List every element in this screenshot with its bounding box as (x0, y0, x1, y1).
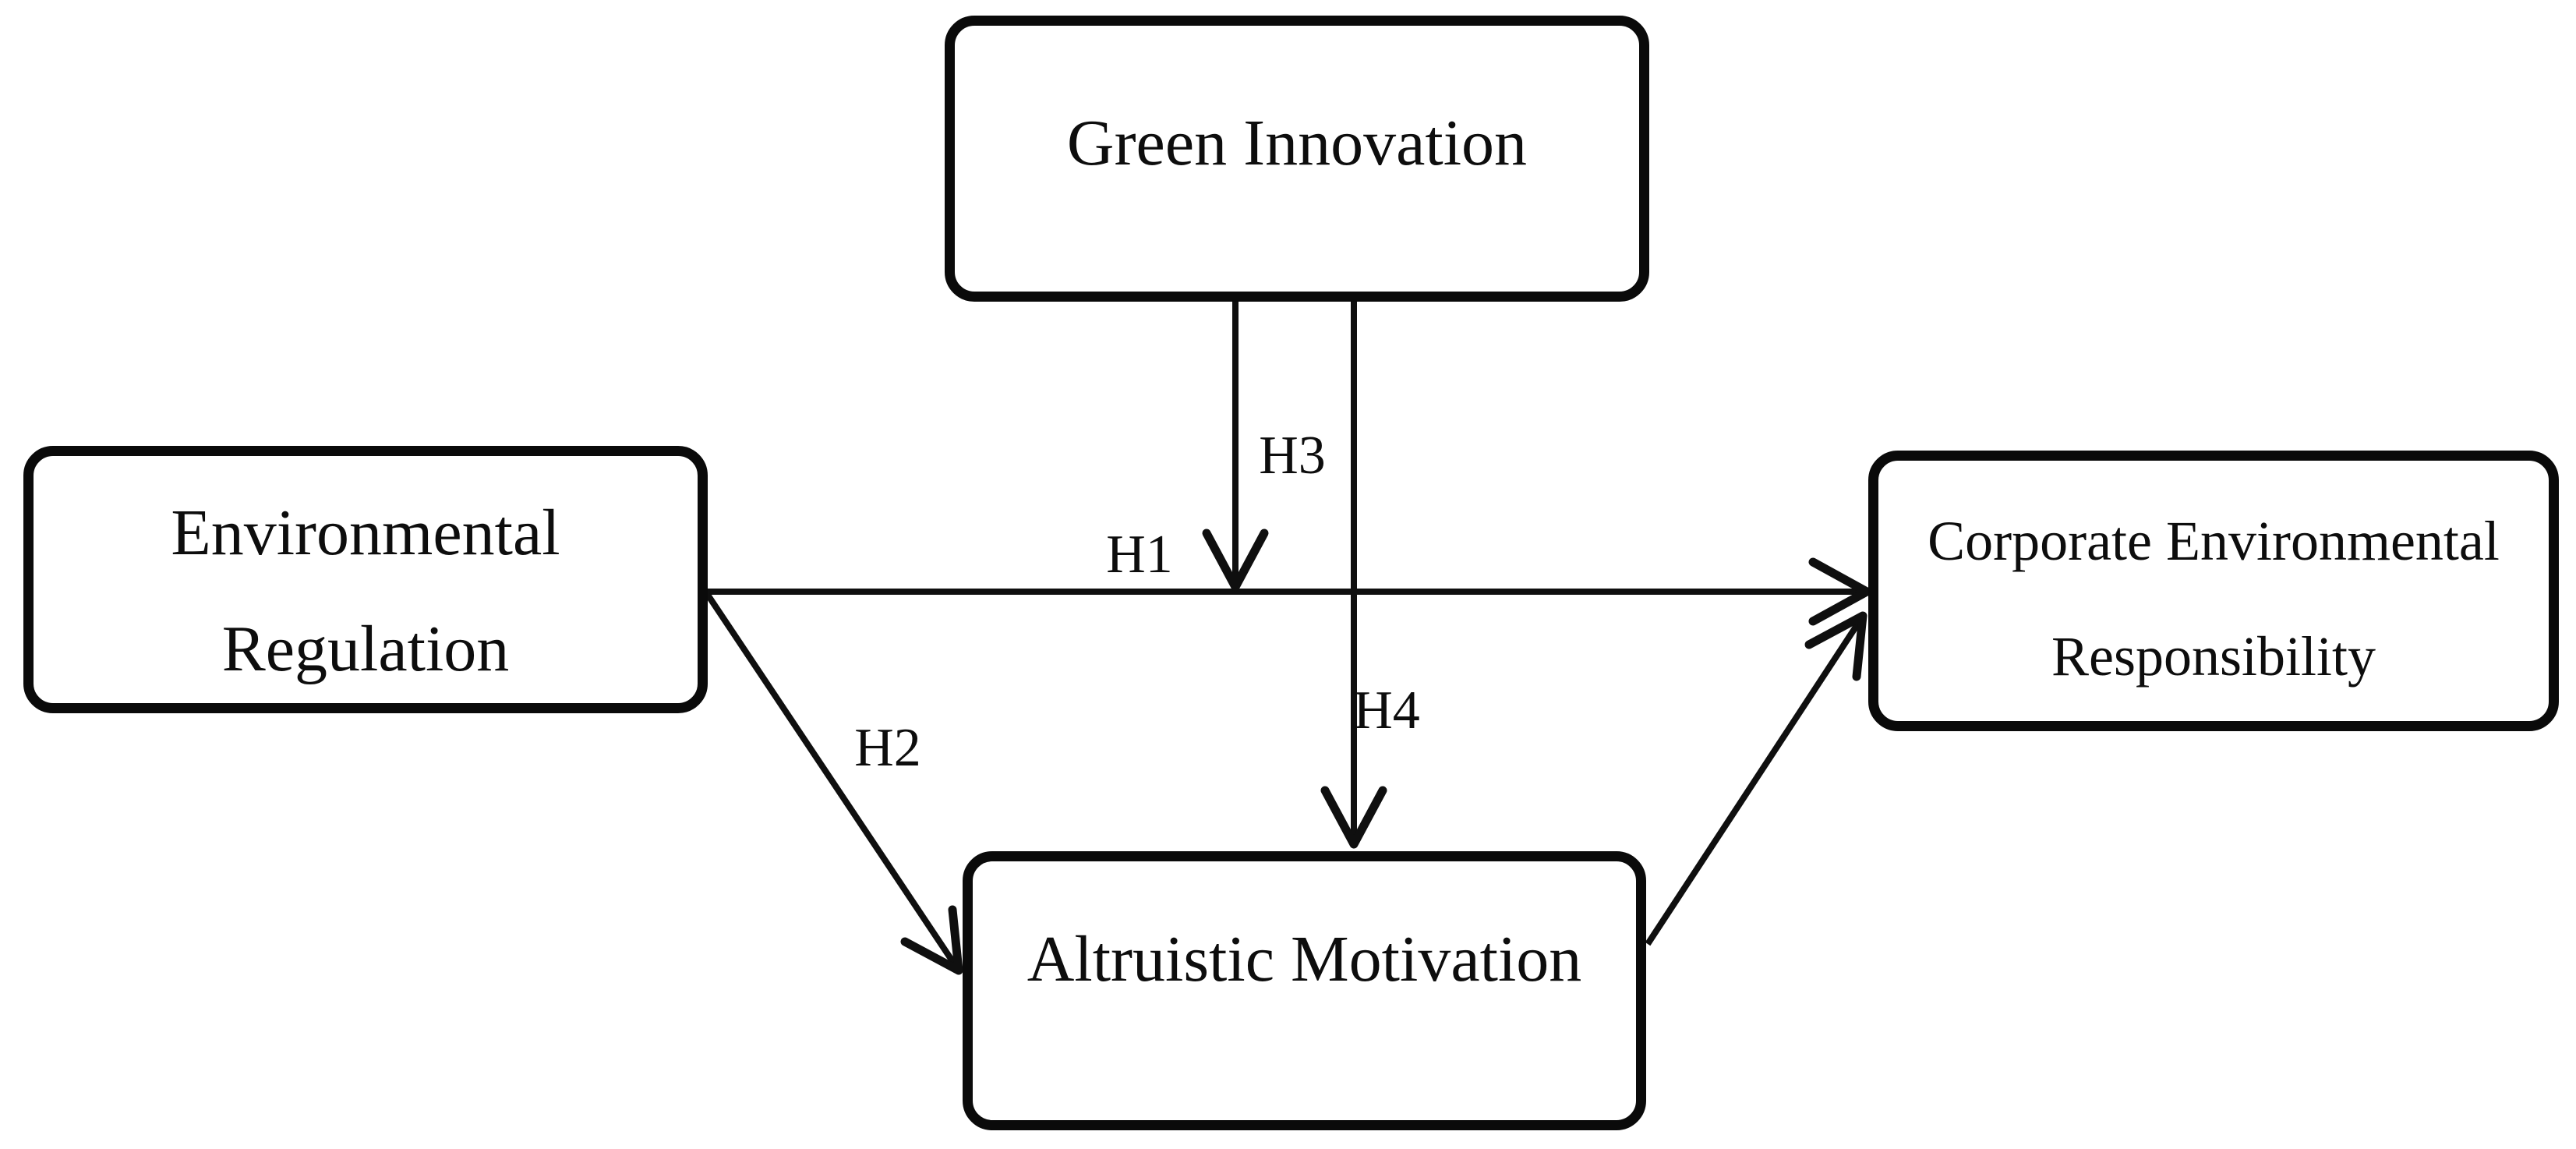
edge-label-h2: H2 (854, 718, 921, 778)
edge-h4-arrowhead (1320, 786, 1387, 849)
edge-h2-line (705, 592, 959, 968)
node-corporate-environmental-responsibility: Corporate Environmental Responsibility (1868, 451, 2559, 731)
node-corporate-environmental-responsibility-label-line2: Responsibility (2051, 625, 2376, 688)
node-corporate-environmental-responsibility-label-line1: Corporate Environmental (1928, 510, 2500, 572)
node-altruistic-motivation-label: Altruistic Motivation (1027, 923, 1582, 995)
edge-h1-arrowhead (1808, 557, 1871, 626)
edge-h3-arrowhead (1202, 529, 1269, 592)
node-altruistic-motivation: Altruistic Motivation (963, 851, 1646, 1130)
edge-label-h4: H4 (1353, 681, 1420, 741)
node-green-innovation-label: Green Innovation (1066, 106, 1528, 179)
edge-label-h3: H3 (1259, 426, 1326, 486)
node-green-innovation: Green Innovation (945, 16, 1649, 302)
edge-h2-arrowhead (900, 905, 963, 975)
edge-am-cer-line (1645, 620, 1862, 946)
edge-label-h1: H1 (1106, 525, 1173, 585)
node-environmental-regulation-label-line2: Regulation (221, 613, 510, 685)
edge-am-cer-arrowhead (1804, 611, 1868, 681)
node-environmental-regulation: Environmental Regulation (23, 446, 708, 713)
node-environmental-regulation-label-line1: Environmental (171, 497, 560, 569)
